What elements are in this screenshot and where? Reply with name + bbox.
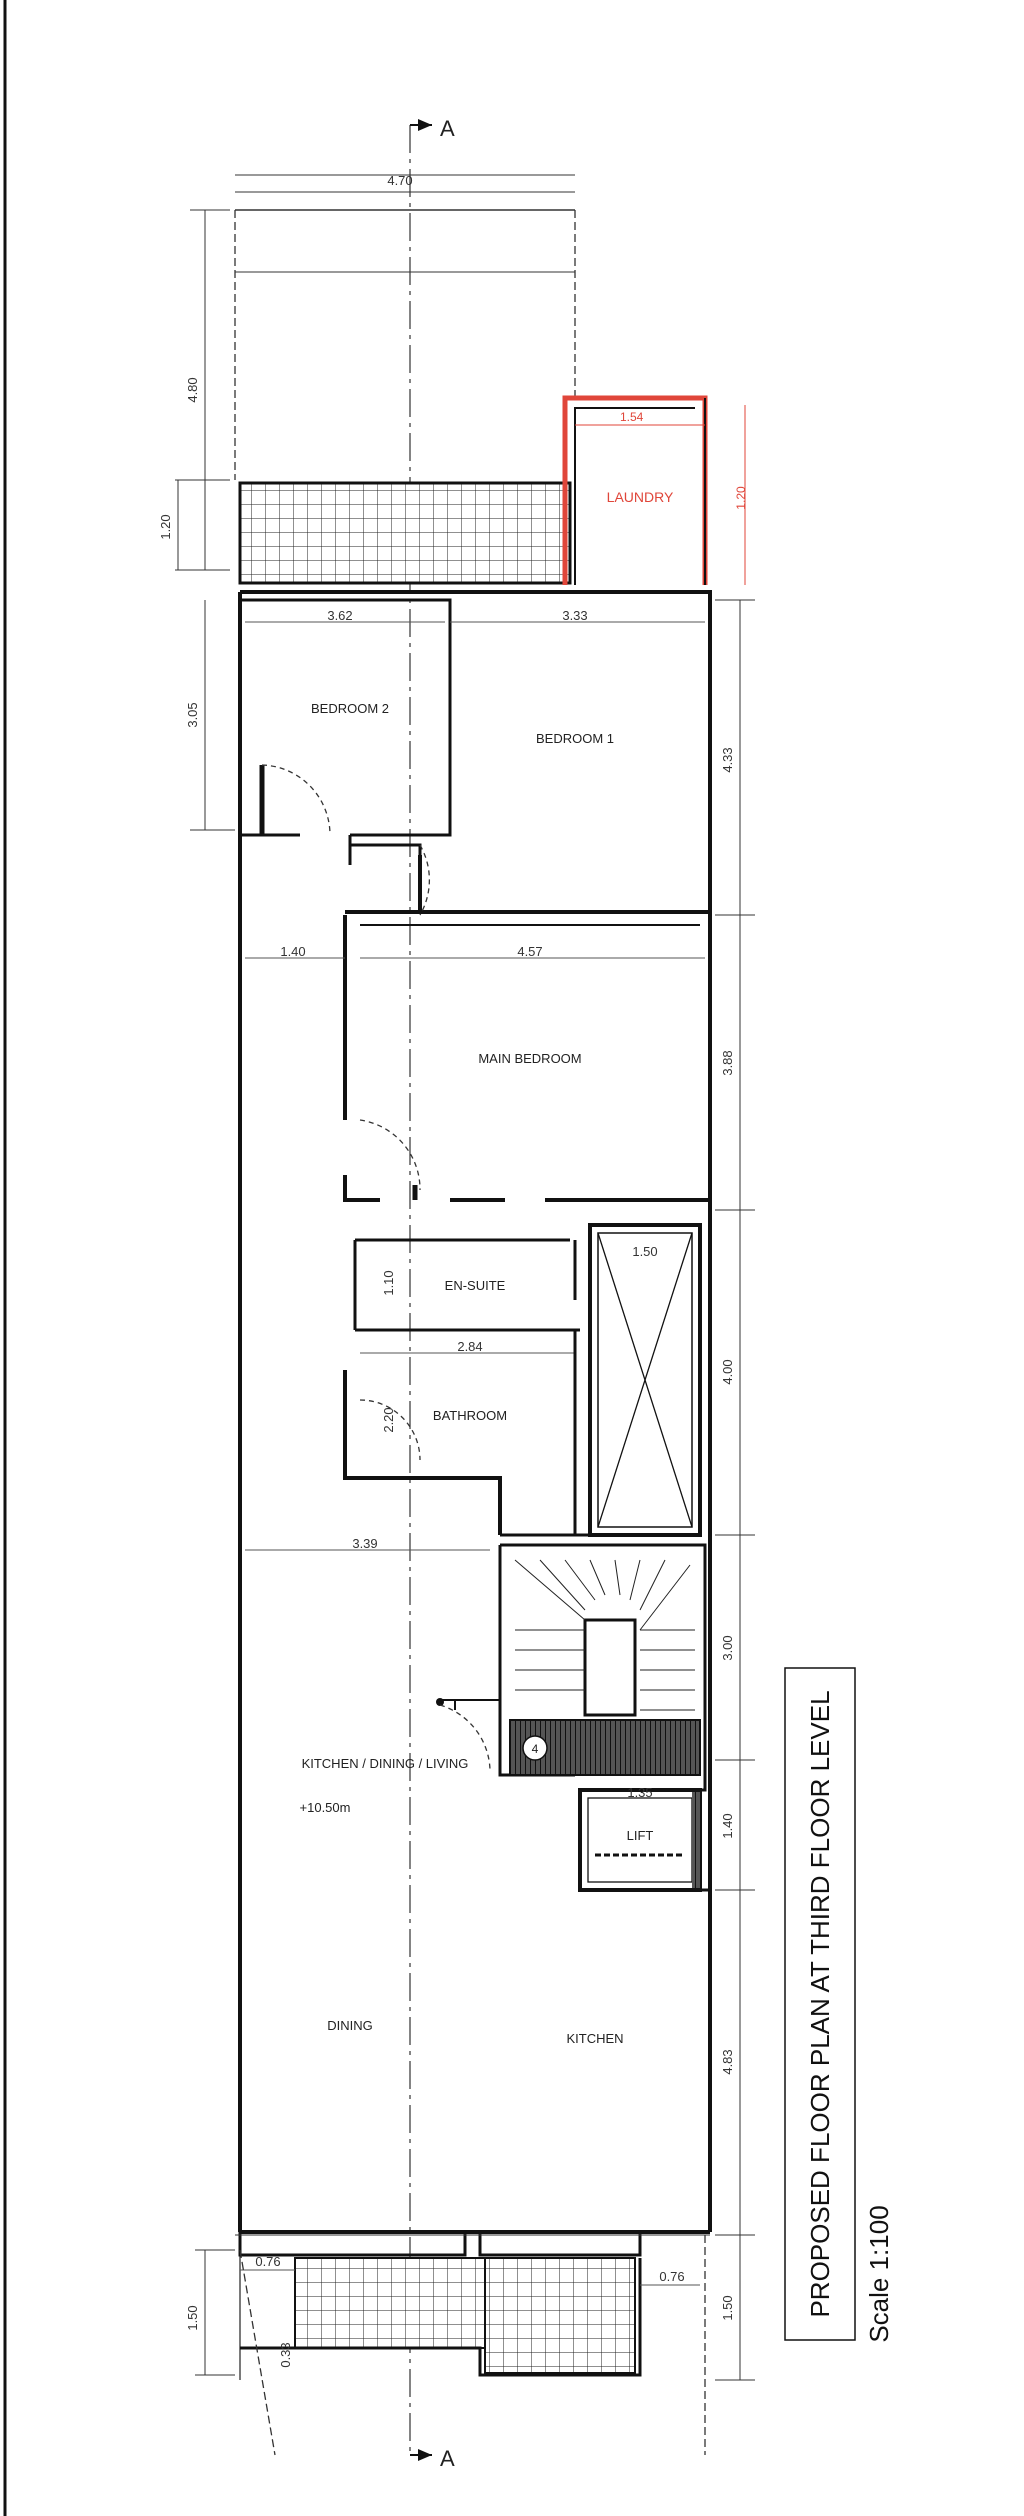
outer-walls: [238, 590, 712, 2380]
dim-bottom-right-height: 1.50: [720, 2295, 735, 2320]
dim-main-bedroom-width: 4.57: [517, 944, 542, 959]
dim-main-bedroom-height: 3.88: [720, 1050, 735, 1075]
door-swing-corridor: [419, 844, 430, 916]
corridor-partitions: 1.40: [245, 835, 710, 1120]
dim-lift-width: 1.35: [627, 1785, 652, 1800]
door-swing-bedroom2: [261, 764, 331, 836]
plan-scale: Scale 1:100: [864, 2205, 894, 2342]
section-marker-bottom: A: [440, 2446, 455, 2471]
bottom-balcony: 0.76 0.76 0.33: [235, 2232, 710, 2456]
dim-laundry-width: 1.54: [620, 410, 644, 424]
dim-bedroom1-height: 4.33: [720, 747, 735, 772]
plan-title: PROPOSED FLOOR PLAN AT THIRD FLOOR LEVEL: [805, 1690, 835, 2317]
dim-top-width: 4.70: [387, 173, 412, 188]
door-swing-main-bedroom: [359, 1119, 421, 1191]
dim-bottom-left-height: 1.50: [185, 2305, 200, 2330]
room-label-bedroom-1: BEDROOM 1: [536, 731, 614, 746]
room-label-bedroom-2: BEDROOM 2: [311, 701, 389, 716]
door-swing-living: [439, 1704, 491, 1771]
room-label-kitchen: KITCHEN: [566, 2031, 623, 2046]
stair-number-badge: 4: [532, 1742, 539, 1756]
dim-bedroom1-width: 3.33: [562, 608, 587, 623]
service-shaft: 1.50: [588, 1223, 702, 1537]
dim-kitchen-height: 4.83: [720, 2049, 735, 2074]
dim-bottom-right-width: 0.76: [659, 2269, 684, 2284]
dim-living-width: 3.39: [352, 1536, 377, 1551]
right-dimension-chain: 4.33 3.88 4.00 3.00 1.40 4.83 1.50: [715, 599, 755, 2381]
dim-stair-height: 3.00: [720, 1635, 735, 1660]
dim-shaft-width: 1.50: [632, 1244, 657, 1259]
left-dimension-chain: 4.80 1.20 3.05 1.50: [158, 209, 235, 2376]
title-box: [784, 1667, 856, 2341]
floor-level-mark: +10.50m: [300, 1800, 351, 1815]
dim-bathroom-width: 2.84: [457, 1339, 482, 1354]
room-label-lift: LIFT: [627, 1828, 654, 1843]
section-marker-top: A: [440, 116, 455, 141]
laundry: 1.54 1.20 LAUNDRY: [562, 395, 748, 585]
dim-shaft-height: 4.00: [720, 1359, 735, 1384]
dim-bottom-left-width: 0.76: [255, 2254, 280, 2269]
dim-bedroom2-width: 3.62: [327, 608, 352, 623]
room-label-main-bedroom: MAIN BEDROOM: [478, 1051, 581, 1066]
section-arrow-bottom: [418, 2449, 432, 2461]
dim-bottom-small: 0.33: [278, 2342, 293, 2367]
dim-corridor-width: 1.40: [280, 944, 305, 959]
room-label-bathroom: BATHROOM: [433, 1408, 507, 1423]
bathroom: 2.84 BATHROOM 2.20: [343, 1330, 590, 1537]
dim-lift-height: 1.40: [720, 1813, 735, 1838]
main-bedroom: 4.57 MAIN BEDROOM: [343, 944, 710, 1202]
top-terrace: [234, 191, 576, 585]
room-label-ensuite: EN-SUITE: [445, 1278, 506, 1293]
dim-bathroom-height: 2.20: [381, 1407, 396, 1432]
tiled-terrace-top: [238, 481, 572, 585]
dim-left-terrace: 1.20: [158, 514, 173, 539]
dim-bedroom2-height: 3.05: [185, 702, 200, 727]
dim-ensuite-height: 1.10: [381, 1270, 396, 1295]
staircase: 4: [436, 1543, 710, 1892]
dim-laundry-height: 1.20: [734, 486, 748, 510]
en-suite: EN-SUITE 1.10: [353, 1238, 580, 1332]
lift: 1.35 LIFT: [578, 1785, 702, 1892]
bedroom-2: 3.62 BEDROOM 2: [240, 598, 452, 837]
room-label-laundry: LAUNDRY: [607, 489, 674, 505]
title-block: PROPOSED FLOOR PLAN AT THIRD FLOOR LEVEL…: [784, 1667, 894, 2343]
room-label-dining: DINING: [327, 2018, 373, 2033]
room-label-kitchen-dining-living: KITCHEN / DINING / LIVING: [302, 1756, 469, 1771]
door-swing-bathroom: [359, 1399, 421, 1461]
dim-left-top: 4.80: [185, 377, 200, 402]
bedroom-1: 3.33 BEDROOM 1: [450, 608, 705, 746]
